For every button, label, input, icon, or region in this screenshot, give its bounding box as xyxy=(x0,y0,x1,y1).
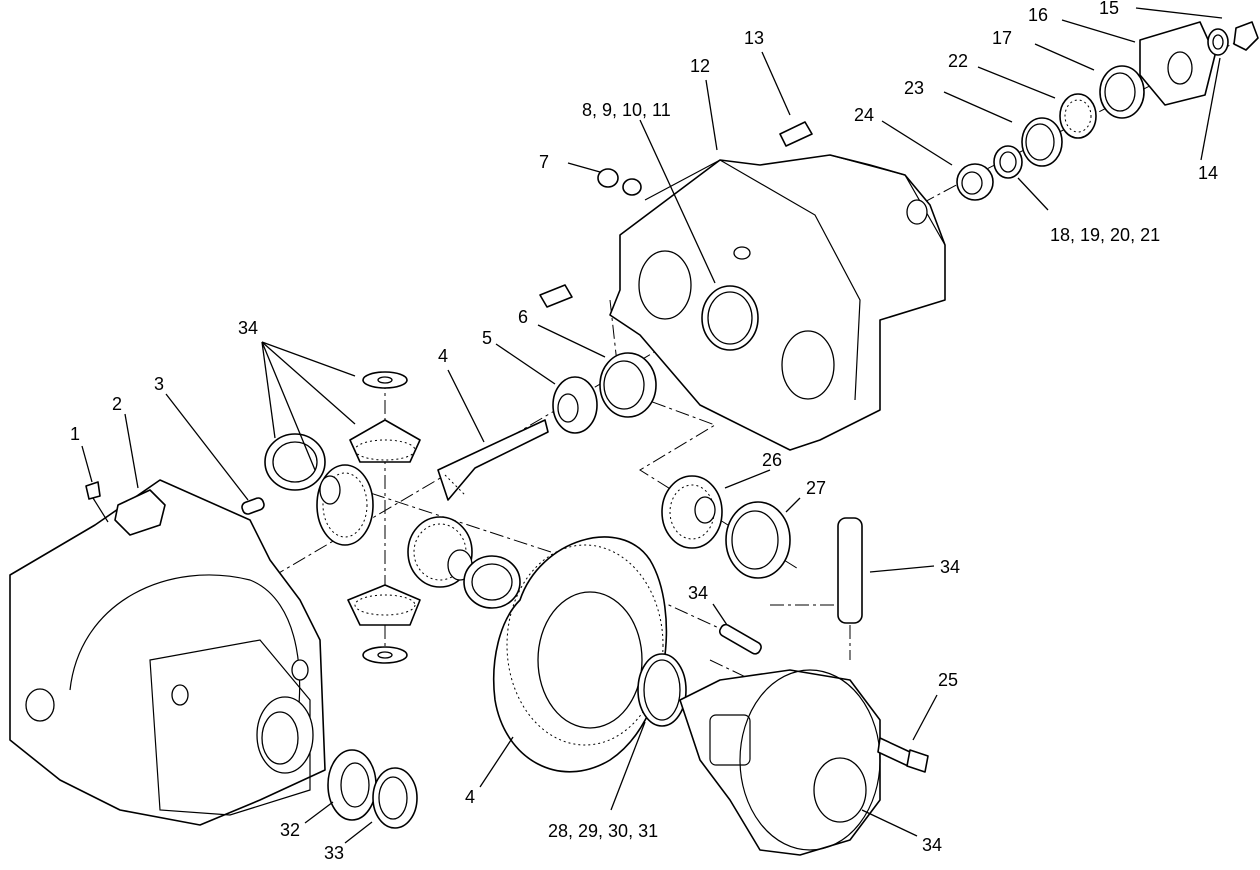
bolt-25 xyxy=(877,737,929,773)
bearing-cup-23 xyxy=(1021,117,1063,167)
callout-labels: 1 2 3 34 4 5 6 7 8, 9, 10, 11 12 13 24 2… xyxy=(70,0,1218,863)
callout-22: 22 xyxy=(948,51,968,71)
callout-25: 25 xyxy=(938,670,958,690)
shims-28-31 xyxy=(637,653,687,727)
shims-18-21 xyxy=(993,145,1023,179)
callout-5: 5 xyxy=(482,328,492,348)
bearing-cone-26 xyxy=(661,475,723,549)
dowel-pin xyxy=(241,497,265,515)
bearing-cone-5 xyxy=(552,376,598,434)
seal-33 xyxy=(372,767,418,829)
center-housing xyxy=(609,154,946,451)
callout-27: 27 xyxy=(806,478,826,498)
side-gear-left xyxy=(316,464,374,546)
flange-16 xyxy=(1139,21,1216,106)
callout-34-case: 34 xyxy=(922,835,942,855)
callout-34-cross-shaft: 34 xyxy=(940,557,960,577)
callout-4-ring-gear: 4 xyxy=(465,787,475,807)
callout-24: 24 xyxy=(854,105,874,125)
nut-15 xyxy=(1233,21,1259,51)
callout-12: 12 xyxy=(690,56,710,76)
callout-13: 13 xyxy=(744,28,764,48)
callout-23: 23 xyxy=(904,78,924,98)
bearing-cup-27 xyxy=(725,501,791,579)
side-gear-right xyxy=(407,516,473,588)
callout-2: 2 xyxy=(112,394,122,414)
bolt-left xyxy=(539,284,573,308)
spacer-24 xyxy=(956,163,994,201)
callout-32: 32 xyxy=(280,820,300,840)
callout-6: 6 xyxy=(518,307,528,327)
plug-7 xyxy=(597,168,642,196)
leader-lines xyxy=(81,7,1223,844)
bearing-cup-17 xyxy=(1099,65,1145,119)
bearing-32 xyxy=(327,749,377,821)
callout-3: 3 xyxy=(154,374,164,394)
ring-gear xyxy=(492,536,668,773)
callout-28-29-30-31: 28, 29, 30, 31 xyxy=(548,821,658,841)
pinion-gear-top xyxy=(349,371,421,463)
callout-8-9-10-11: 8, 9, 10, 11 xyxy=(582,100,671,120)
callout-26: 26 xyxy=(762,450,782,470)
thrust-washer-right xyxy=(463,555,521,609)
callout-14: 14 xyxy=(1198,163,1218,183)
callout-1: 1 xyxy=(70,424,80,444)
bearing-cone-22 xyxy=(1059,93,1097,139)
thrust-washer-left xyxy=(264,433,326,491)
bolt-13 xyxy=(779,121,813,147)
pinion-gear-bottom xyxy=(347,584,421,664)
washer-14 xyxy=(1207,28,1229,56)
differential-case xyxy=(679,669,881,856)
callout-16: 16 xyxy=(1028,5,1048,25)
callout-18-19-20-21: 18, 19, 20, 21 xyxy=(1050,225,1160,245)
bearing-cup-6 xyxy=(599,352,657,418)
seal-8-11 xyxy=(701,285,759,351)
cross-shaft xyxy=(837,517,863,624)
vent-plug xyxy=(85,481,109,523)
callout-33: 33 xyxy=(324,843,344,863)
callout-17: 17 xyxy=(992,28,1012,48)
callout-34-top-left: 34 xyxy=(238,318,258,338)
callout-7: 7 xyxy=(539,152,549,172)
callout-15: 15 xyxy=(1099,0,1119,18)
callout-4-pinion: 4 xyxy=(438,346,448,366)
left-housing xyxy=(9,479,326,826)
lock-pin xyxy=(718,623,762,655)
pinion-shaft xyxy=(437,419,549,501)
callout-34-lock-pin: 34 xyxy=(688,583,708,603)
